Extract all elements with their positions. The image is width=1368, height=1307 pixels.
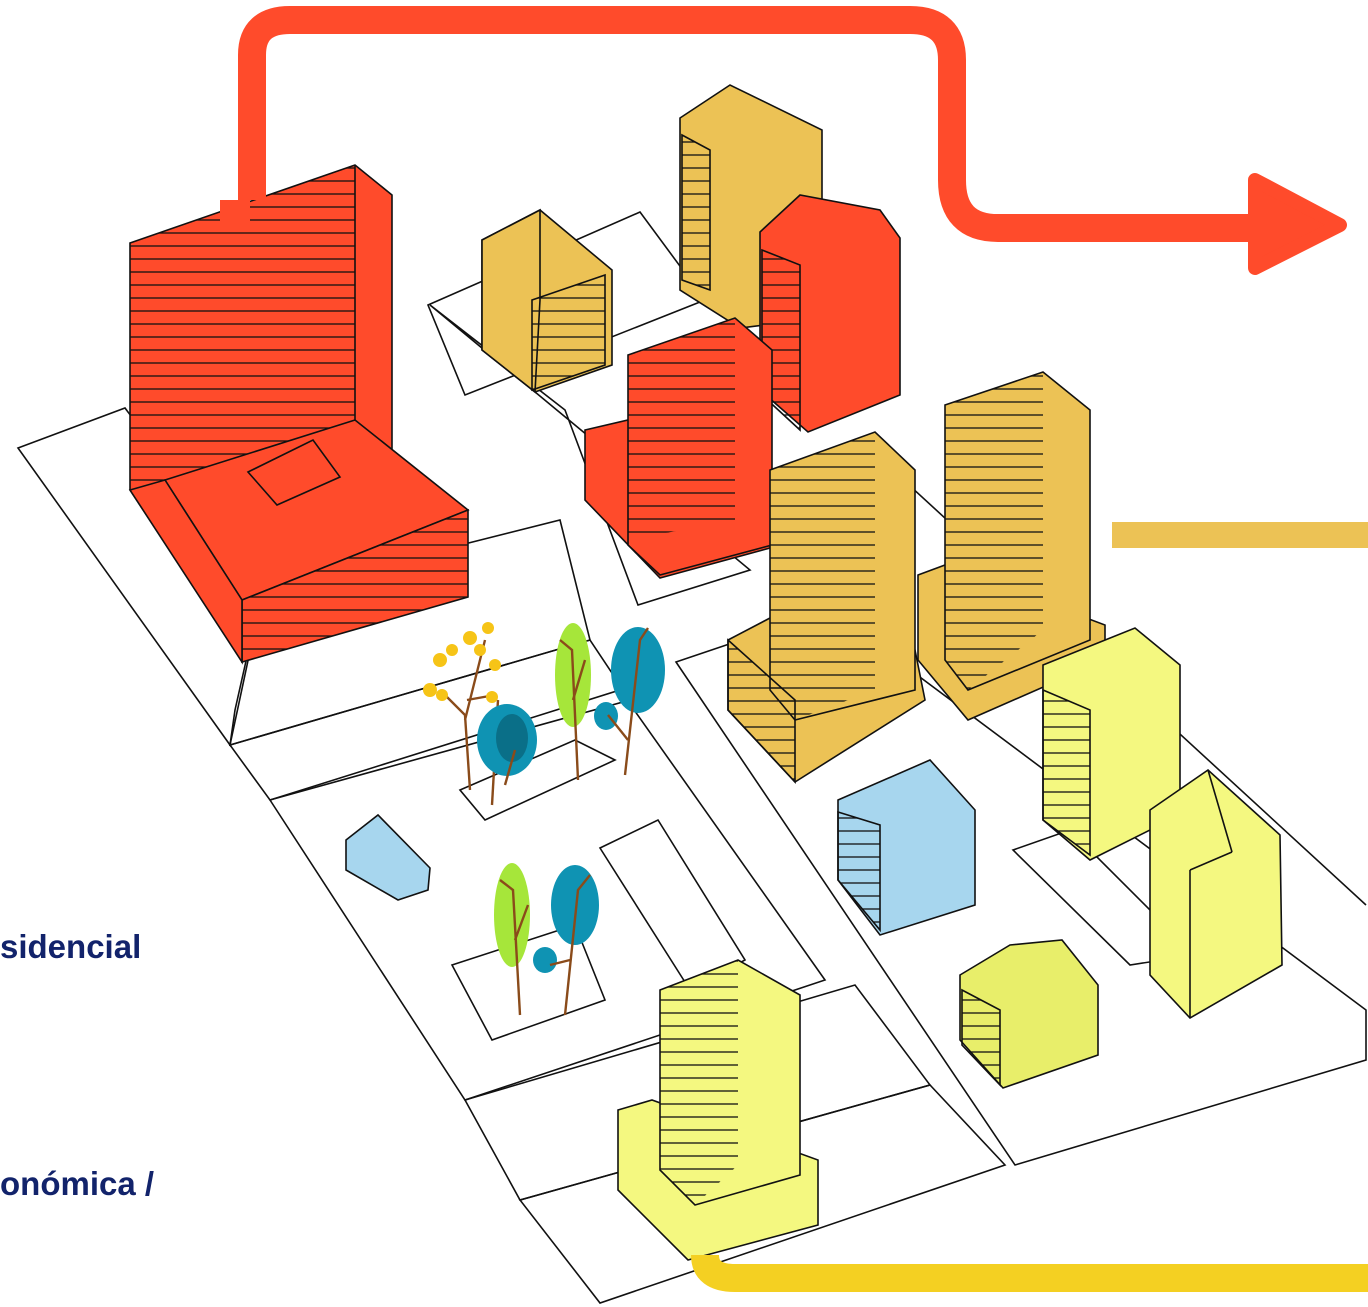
yellow-tower-east — [1042, 627, 1181, 861]
orange-tower-twin-right — [917, 371, 1106, 721]
yellow-tower-corner — [1149, 768, 1283, 1020]
label-economic: onómica / — [0, 1165, 155, 1202]
orange-level-bar — [1112, 522, 1368, 548]
blue-house-small — [345, 813, 431, 901]
tree-bed-lower — [450, 924, 607, 1041]
tree-icon — [477, 623, 665, 1016]
red-tower-large — [128, 164, 470, 665]
label-residential: sidencial — [0, 928, 142, 965]
yellow-tower-south — [617, 959, 819, 1261]
tree-bed-upper — [458, 739, 617, 821]
orange-tower-twin-left — [727, 431, 926, 785]
orange-house — [481, 208, 613, 394]
yellow-house-small — [959, 939, 1099, 1089]
yellow-route-line — [691, 1253, 1368, 1292]
red-tower-slab — [759, 194, 901, 433]
red-tower-mid — [584, 317, 773, 579]
arrow-right-icon — [220, 6, 1347, 275]
planter-slab — [598, 818, 747, 992]
blue-building — [837, 759, 976, 936]
